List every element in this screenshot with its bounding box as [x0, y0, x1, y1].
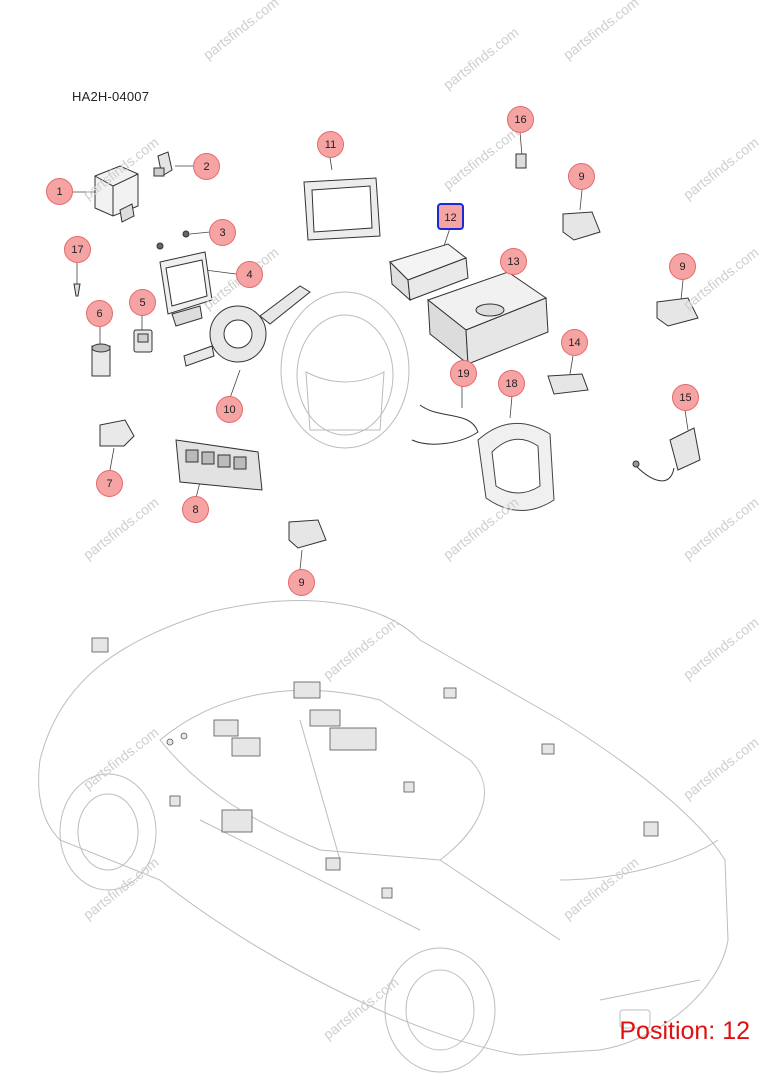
part-11-display	[303, 177, 381, 241]
callout-4[interactable]: 4	[236, 261, 263, 288]
callout-1[interactable]: 1	[46, 178, 73, 205]
part-16-connector	[515, 153, 527, 169]
steering-wheel	[280, 291, 410, 449]
callout-17[interactable]: 17	[64, 236, 91, 263]
part-8-window-switch	[175, 439, 263, 491]
part-9-switch	[288, 211, 699, 549]
callout-3[interactable]: 3	[209, 219, 236, 246]
part-17-clip	[73, 283, 81, 297]
part-10-combination-switch	[183, 285, 311, 367]
callout-6[interactable]: 6	[86, 300, 113, 327]
part-7-switch	[99, 419, 135, 447]
callout-12-selected[interactable]: 12	[437, 203, 464, 230]
part-13-control-unit	[426, 271, 549, 366]
part-2-sensor	[153, 151, 173, 177]
callout-13[interactable]: 13	[500, 248, 527, 275]
part-18-steering-switch	[477, 422, 555, 511]
part-6-socket	[91, 343, 111, 377]
part-14-switch	[547, 373, 589, 395]
part-3-screw	[156, 230, 190, 250]
callout-9a[interactable]: 9	[568, 163, 595, 190]
callout-2[interactable]: 2	[193, 153, 220, 180]
callout-19[interactable]: 19	[450, 360, 477, 387]
diagram-code: HA2H-04007	[72, 89, 150, 104]
part-19-harness	[411, 404, 479, 445]
callout-11[interactable]: 11	[317, 131, 344, 158]
callout-8[interactable]: 8	[182, 496, 209, 523]
callout-18[interactable]: 18	[498, 370, 525, 397]
callout-16[interactable]: 16	[507, 106, 534, 133]
part-4-display	[159, 251, 213, 327]
callout-14[interactable]: 14	[561, 329, 588, 356]
callout-9c[interactable]: 9	[288, 569, 315, 596]
leader-lines	[70, 131, 689, 571]
part-15-sensor	[632, 427, 701, 482]
callout-9b[interactable]: 9	[669, 253, 696, 280]
part-5-switch	[133, 329, 153, 353]
position-label: Position: 12	[619, 1017, 750, 1045]
callout-7[interactable]: 7	[96, 470, 123, 497]
callout-5[interactable]: 5	[129, 289, 156, 316]
part-12-module	[389, 243, 469, 302]
callout-15[interactable]: 15	[672, 384, 699, 411]
vehicle-outline	[38, 600, 729, 1073]
vehicle-components	[91, 637, 659, 899]
callout-10[interactable]: 10	[216, 396, 243, 423]
part-1-module	[94, 165, 139, 223]
